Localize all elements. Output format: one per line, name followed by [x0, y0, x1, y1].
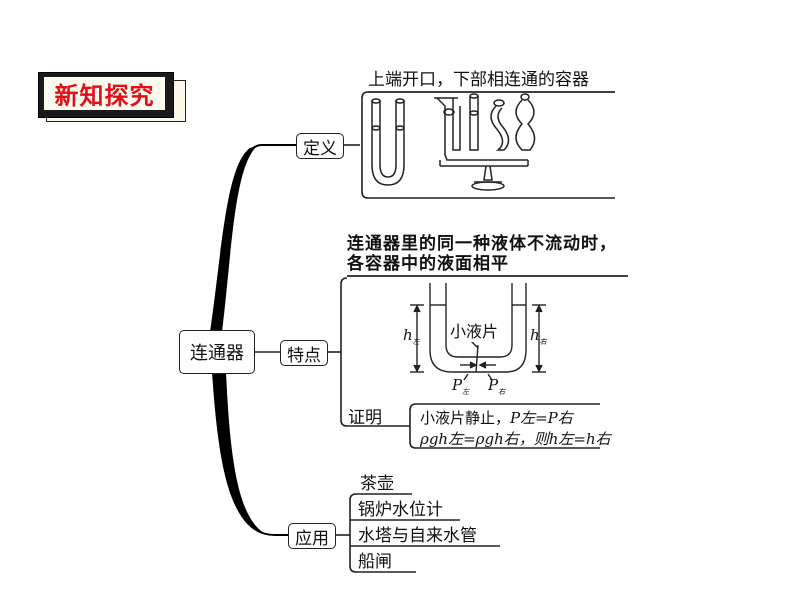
- proof-label: 证明: [348, 408, 382, 428]
- p-right-symbol: P: [488, 376, 499, 394]
- pressure-diagram: [410, 283, 546, 381]
- section-badge-label: 新知探究: [44, 77, 165, 110]
- proof-line1: 小液片静止，P左=P右: [420, 407, 573, 428]
- h-left-symbol: h: [403, 326, 413, 344]
- p-left-label: P左: [452, 376, 469, 397]
- branch-characteristic: 特点: [280, 340, 328, 366]
- u-tube-illustration: [371, 98, 405, 186]
- p-left-subscript: 左: [462, 388, 470, 396]
- application-item: 茶壶: [360, 474, 394, 494]
- application-item: 水塔与自来水管: [358, 526, 477, 546]
- characteristic-text-line2: 各容器中的液面相平: [347, 254, 509, 274]
- application-item: 锅炉水位计: [358, 500, 443, 520]
- branch-application: 应用: [288, 523, 336, 549]
- application-item: 船闸: [358, 552, 392, 572]
- definition-text: 上端开口，下部相连通的容器: [368, 70, 589, 90]
- h-right-symbol: h: [530, 326, 540, 344]
- p-right-subscript: 右: [498, 388, 506, 396]
- p-left-symbol: P: [452, 376, 463, 394]
- h-left-label: h左: [403, 326, 420, 347]
- film-label: 小液片: [450, 318, 499, 342]
- trunk-to-application-thick: [212, 372, 268, 535]
- h-right-subscript: 右: [539, 338, 547, 346]
- multi-vessel-illustration: [434, 93, 536, 191]
- p-right-label: P右: [488, 376, 505, 397]
- root-node: 连通器: [179, 330, 255, 374]
- h-left-subscript: 左: [412, 338, 420, 346]
- proof-line1-text: 小液片静止，: [420, 409, 511, 427]
- proof-line2: ρgh左=ρgh右，则h左=h右: [420, 430, 611, 448]
- h-right-label: h右: [530, 326, 547, 347]
- proof-line1-formula: P左=P右: [510, 409, 573, 427]
- trunk-to-definition-thick: [210, 146, 257, 332]
- characteristic-text-line1: 连通器里的同一种液体不流动时，: [347, 234, 617, 254]
- branch-definition: 定义: [296, 133, 344, 159]
